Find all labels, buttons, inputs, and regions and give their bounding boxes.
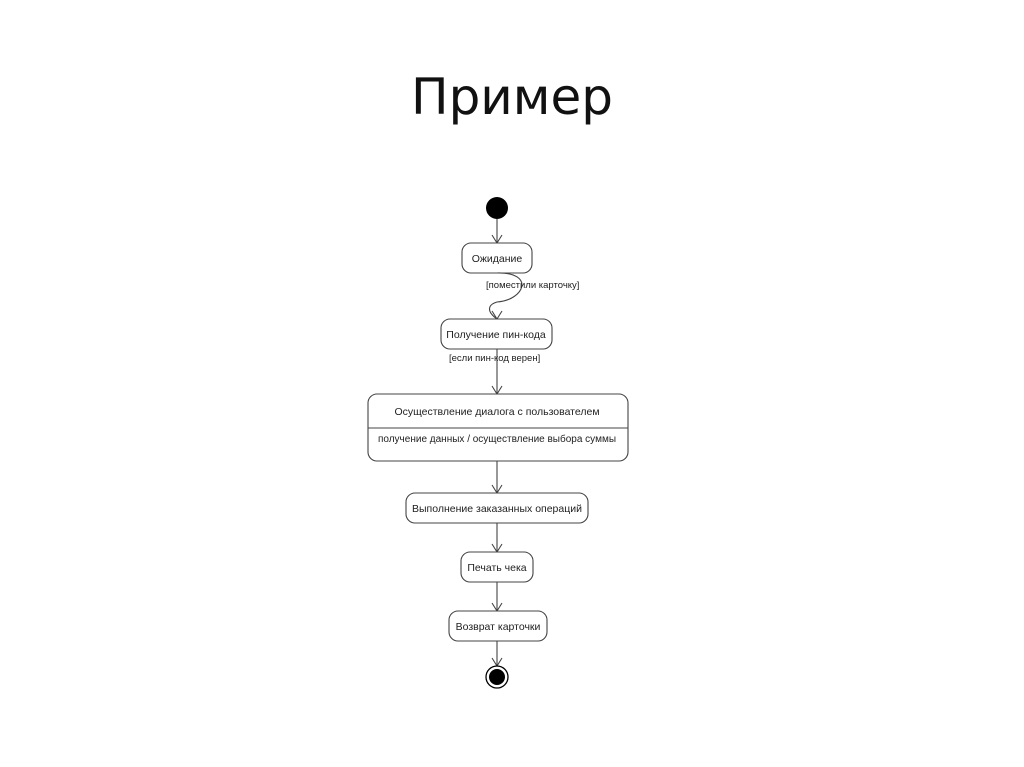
state-dialog-label: Осуществление диалога с пользователем [394,406,599,418]
final-state-dot [489,669,505,685]
state-print-label: Печать чека [467,562,526,574]
slide-title: Пример [410,68,614,126]
final-state-node [485,665,509,689]
state-print: Печать чека [460,551,534,583]
state-execute-label: Выполнение заказанных операций [412,503,582,515]
state-dialog-activity: получение данных / осуществление выбора … [378,433,616,445]
state-dialog: Осуществление диалога с пользователем по… [367,393,629,462]
state-return-card-label: Возврат карточки [456,621,541,633]
state-return-card: Возврат карточки [448,610,548,642]
state-get-pin: Получение пин-кода [440,318,553,350]
state-waiting-label: Ожидание [472,253,523,265]
initial-state-node [486,197,508,219]
state-waiting: Ожидание [461,242,533,274]
guard-pin-correct: [если пин-код верен] [449,353,540,364]
arrowhead [491,310,503,321]
transition-waiting-to-get-pin [488,272,523,320]
state-return-card-box [448,610,548,642]
state-get-pin-label: Получение пин-кода [446,329,546,341]
state-execute: Выполнение заказанных операций [405,492,589,524]
guard-card-inserted: [поместили карточку] [486,280,579,291]
